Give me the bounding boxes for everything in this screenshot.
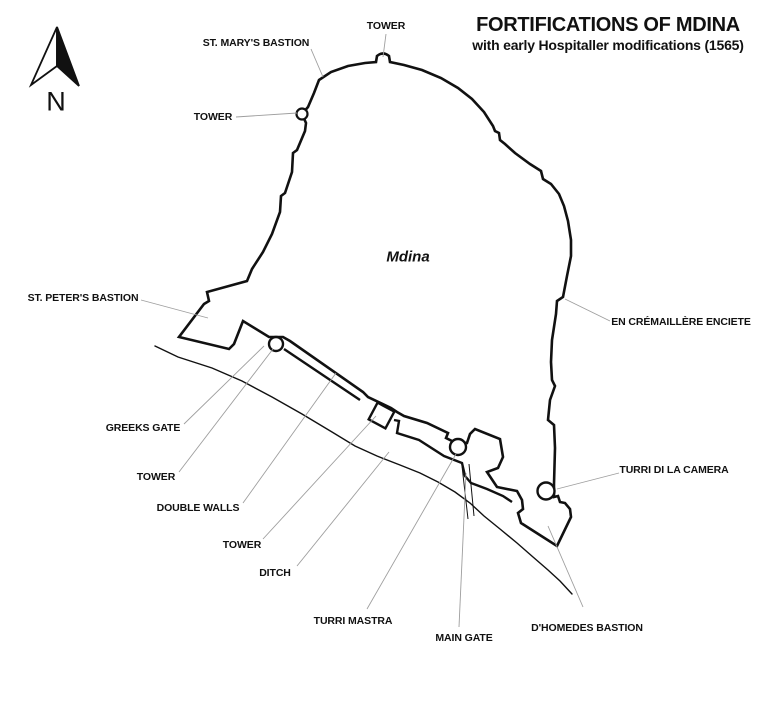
label-dhomedes-bastion: D'HOMEDES BASTION xyxy=(531,622,643,634)
north-arrow-icon xyxy=(28,26,80,88)
label-st-peters-bastion: ST. PETER'S BASTION xyxy=(27,292,139,304)
leader-tower-north xyxy=(382,33,387,58)
leader-tower-sw1 xyxy=(178,348,274,473)
city-wall-outline xyxy=(176,52,573,548)
north-arrow-left-half xyxy=(28,26,58,88)
label-double-walls: DOUBLE WALLS xyxy=(156,502,240,514)
leader-tower-sw2 xyxy=(262,415,377,540)
leader-en-cremaillere xyxy=(564,298,611,322)
leader-lines xyxy=(140,33,620,628)
label-en-cremaillere: EN CRÉMAILLÈRE ENCIETE xyxy=(611,316,751,328)
ditch-line xyxy=(154,345,573,595)
label-tower-north: TOWER xyxy=(366,20,406,32)
greeks-gate-tower-circle xyxy=(267,335,285,353)
city-name-label: Mdina xyxy=(386,248,430,266)
leader-double-walls xyxy=(242,372,337,504)
label-main-gate: MAIN GATE xyxy=(435,632,493,644)
outer-wall-line xyxy=(283,348,513,503)
square-tower-shape xyxy=(367,401,396,430)
page-subtitle: with early Hospitaller modifications (15… xyxy=(472,37,744,53)
label-st-marys-bastion: ST. MARY'S BASTION xyxy=(202,37,310,49)
leader-st-peters-bastion xyxy=(140,299,209,319)
west-tower-circle xyxy=(295,107,309,121)
leader-turri-di-la-camera xyxy=(556,472,620,490)
label-tower-sw1: TOWER xyxy=(136,471,176,483)
north-label: N xyxy=(46,86,66,117)
leader-tower-west xyxy=(235,112,298,118)
label-turri-mastra: TURRI MASTRA xyxy=(313,615,393,627)
label-greeks-gate: GREEKS GATE xyxy=(105,422,181,434)
label-ditch: DITCH xyxy=(259,567,291,579)
turri-mastra-circle xyxy=(448,437,468,457)
north-arrow-right-half xyxy=(56,26,80,87)
label-turri-di-la-camera: TURRI DI LA CAMERA xyxy=(619,464,729,476)
leader-ditch xyxy=(296,451,390,567)
turri-di-la-camera-circle xyxy=(536,481,556,501)
leader-dhomedes-bastion xyxy=(547,525,584,608)
leader-turri-mastra xyxy=(366,453,457,610)
label-tower-west: TOWER xyxy=(193,111,233,123)
page-title: FORTIFICATIONS OF MDINA xyxy=(476,14,740,36)
leader-greeks-gate xyxy=(183,345,265,425)
leader-main-gate xyxy=(458,472,467,628)
label-tower-sw2: TOWER xyxy=(222,539,262,551)
leader-st-marys-bastion xyxy=(310,48,324,78)
title-block: FORTIFICATIONS OF MDINA with early Hospi… xyxy=(452,14,764,55)
